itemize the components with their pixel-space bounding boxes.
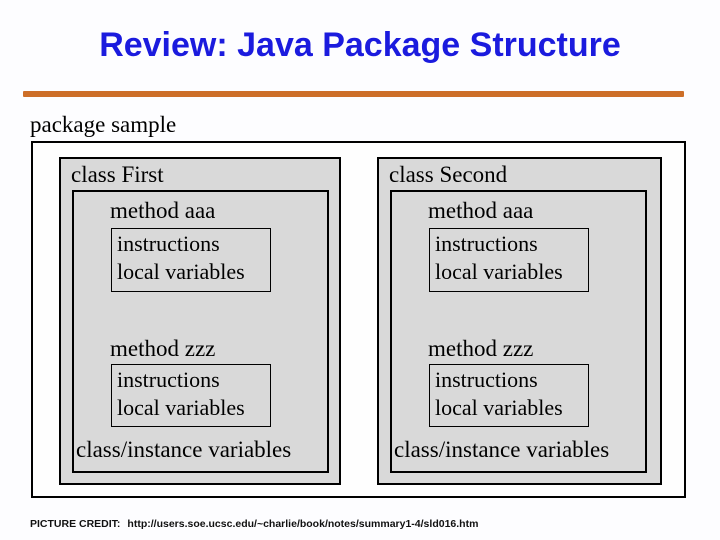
class-name-label: class Second xyxy=(389,162,508,187)
instructions-label: instructions xyxy=(435,367,538,392)
class-box-first: class First method aaa instructions loca… xyxy=(59,157,341,485)
package-label: package sample xyxy=(30,112,177,137)
method-label: method aaa xyxy=(428,198,534,223)
class-instance-variables-label: class/instance variables xyxy=(394,437,610,462)
instructions-label: instructions xyxy=(117,231,220,256)
method-body-box: instructions local variables xyxy=(429,364,589,427)
local-variables-label: local variables xyxy=(435,395,563,420)
class-body-box: method aaa instructions local variables … xyxy=(390,190,647,473)
package-box: class First method aaa instructions loca… xyxy=(31,141,686,498)
method-body-box: instructions local variables xyxy=(111,364,271,427)
method-label: method zzz xyxy=(428,336,534,361)
local-variables-label: local variables xyxy=(117,395,245,420)
class-instance-variables-label: class/instance variables xyxy=(76,437,292,462)
picture-credit-label: PICTURE CREDIT: xyxy=(30,518,121,530)
method-label: method zzz xyxy=(110,336,216,361)
picture-credit-url: http://users.soe.ucsc.edu/~charlie/book/… xyxy=(127,518,479,530)
local-variables-label: local variables xyxy=(435,259,563,284)
class-name-label: class First xyxy=(71,162,164,187)
title-underline-rule xyxy=(23,91,684,97)
instructions-label: instructions xyxy=(117,367,220,392)
instructions-label: instructions xyxy=(435,231,538,256)
picture-credit: PICTURE CREDIT: http://users.soe.ucsc.edu… xyxy=(30,518,478,530)
class-box-second: class Second method aaa instructions loc… xyxy=(377,157,662,485)
class-body-box: method aaa instructions local variables … xyxy=(72,190,329,473)
method-body-box: instructions local variables xyxy=(429,228,589,292)
method-body-box: instructions local variables xyxy=(111,228,271,292)
slide-title: Review: Java Package Structure xyxy=(99,26,621,64)
local-variables-label: local variables xyxy=(117,259,245,284)
method-label: method aaa xyxy=(110,198,216,223)
